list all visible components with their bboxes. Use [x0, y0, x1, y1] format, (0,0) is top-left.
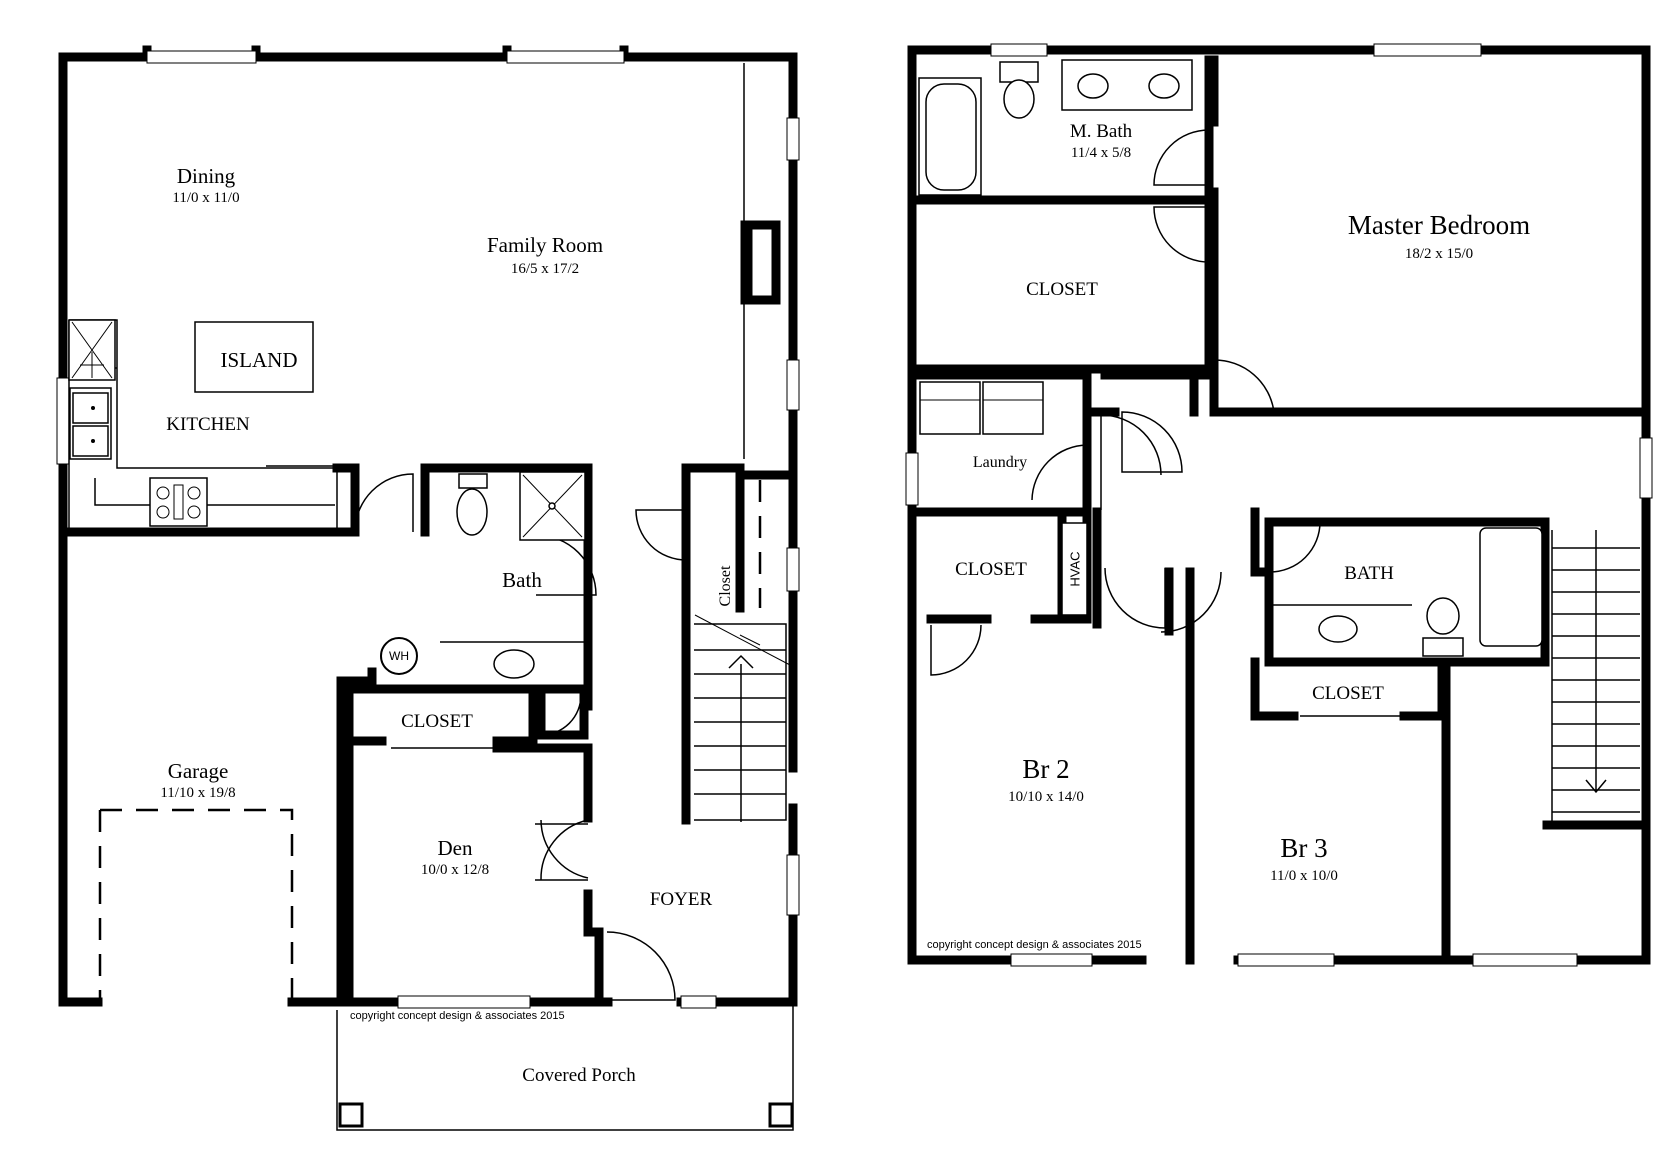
room-label-covered-porch: Covered Porch: [522, 1065, 636, 1086]
room-label-master-bath: M. Bath: [1069, 121, 1133, 142]
room-size-master-bedroom: 18/2 x 15/0: [1404, 246, 1474, 262]
room-size-br3: 11/0 x 10/0: [1270, 868, 1338, 884]
room-size-family-room: 16/5 x 17/2: [510, 261, 580, 277]
first-floor-details: [56, 50, 800, 1131]
room-size-dining: 11/0 x 11/0: [172, 190, 240, 206]
second-floor-details: [905, 43, 1653, 967]
room-label-master-closet: CLOSET: [1026, 279, 1098, 300]
room-label-closet-vertical: Closet: [717, 565, 734, 607]
room-label-kitchen: KITCHEN: [166, 414, 250, 435]
room-label-br2: Br 2: [1022, 754, 1070, 784]
room-label-family-room: Family Room: [486, 233, 604, 257]
room-label-garage: Garage: [167, 759, 229, 783]
room-label-br2-closet: CLOSET: [955, 559, 1027, 580]
room-label-island: ISLAND: [220, 348, 298, 372]
room-label-bath: Bath: [502, 568, 542, 592]
second-floor-walls: [907, 45, 1651, 965]
hvac-label: HVAC: [1067, 551, 1083, 587]
room-label-bath-upstairs: BATH: [1344, 563, 1394, 584]
room-size-garage: 11/10 x 19/8: [160, 785, 236, 801]
room-label-master-bedroom: Master Bedroom: [1347, 210, 1531, 240]
room-label-den-closet: CLOSET: [401, 711, 473, 732]
room-size-br2: 10/10 x 14/0: [1008, 789, 1084, 805]
room-label-br3: Br 3: [1280, 833, 1328, 863]
copyright-second-floor: copyright concept design & associates 20…: [927, 939, 1142, 951]
room-label-br3-closet: CLOSET: [1312, 683, 1384, 704]
water-heater-icon: WH: [380, 637, 418, 675]
room-size-den: 10/0 x 12/8: [420, 862, 490, 878]
copyright-first-floor: copyright concept design & associates 20…: [350, 1010, 565, 1022]
room-label-dining: Dining: [176, 164, 236, 188]
room-label-den: Den: [437, 836, 473, 860]
room-size-master-bath: 11/4 x 5/8: [1070, 145, 1132, 161]
room-label-laundry: Laundry: [972, 454, 1028, 471]
room-label-foyer: FOYER: [649, 889, 713, 910]
